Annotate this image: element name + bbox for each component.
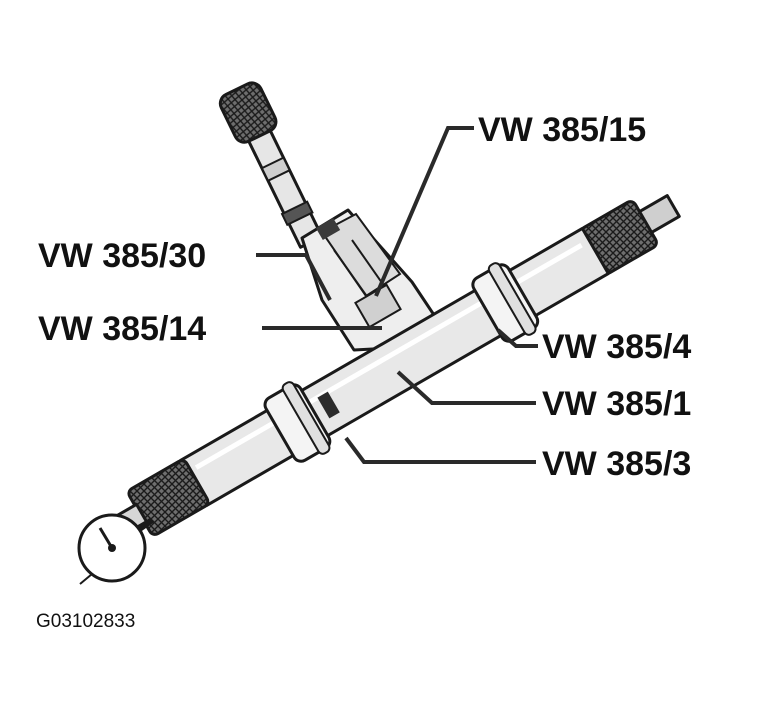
leader-lines (256, 126, 538, 464)
dial-gauge-needle (98, 527, 114, 549)
dial-gauge (77, 513, 154, 585)
figure-id: G03102833 (36, 611, 135, 632)
label-vw-385-15: VW 385/15 (478, 111, 646, 149)
leader-vw-385-3 (344, 436, 536, 464)
tube-set-screw (317, 391, 340, 419)
leader-vw-385-1 (396, 370, 536, 405)
callouts: VW 385/15 VW 385/30 VW 385/14 VW 385/4 V… (38, 111, 691, 483)
label-vw-385-14: VW 385/14 (38, 310, 206, 348)
upper-rod (218, 81, 324, 249)
leader-vw-385-30 (256, 253, 332, 301)
label-vw-385-3: VW 385/3 (542, 445, 691, 483)
leader-vw-385-4 (496, 328, 538, 348)
holder-block (300, 208, 438, 352)
label-vw-385-30: VW 385/30 (38, 237, 206, 275)
label-vw-385-4: VW 385/4 (542, 328, 691, 366)
label-vw-385-1: VW 385/1 (542, 385, 691, 423)
leader-vw-385-15 (374, 126, 474, 297)
main-tube (100, 194, 681, 544)
upper-rod-shaft (247, 129, 324, 249)
